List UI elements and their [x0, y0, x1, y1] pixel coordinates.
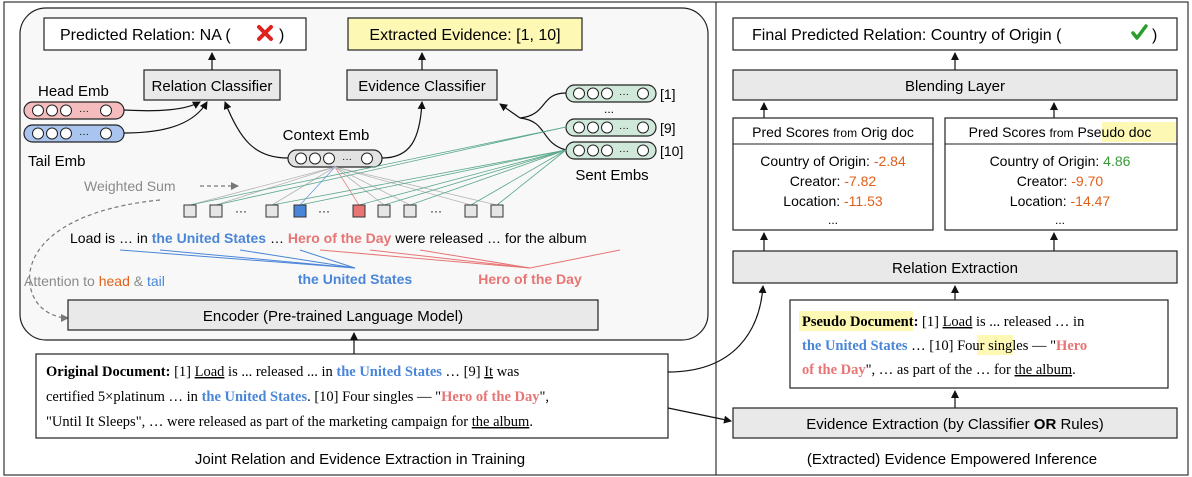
pseudo-score-creator: Creator: -9.70	[1017, 173, 1104, 189]
original-doc-line-2: certified 5×platinum … in the United Sta…	[46, 389, 549, 405]
pseudo-scores-title: Pred Scores from Pseudo doc	[969, 124, 1152, 140]
head-span-label: the United States	[298, 271, 413, 287]
encoder-box	[67, 299, 599, 331]
left-caption: Joint Relation and Evidence Extraction i…	[195, 451, 525, 468]
final-relation-text: Final Predicted Relation: Country of Ori…	[752, 27, 1062, 44]
svg-text:···: ···	[79, 106, 89, 117]
tail-span-label: Hero of the Day	[478, 271, 582, 287]
arrow-sents-to-evidence	[499, 103, 521, 119]
pseudo-doc-line-3: of the Day", … as part of the … for the …	[802, 362, 1076, 378]
span-lines	[119, 249, 621, 269]
evidence-classifier-label: Evidence Classifier	[358, 78, 486, 95]
right-caption: (Extracted) Evidence Empowered Inference	[807, 451, 1097, 468]
pseudo-label-highlight	[799, 311, 913, 331]
evidence-classifier-box	[346, 69, 498, 101]
pseudo-score-location: Location: -14.47	[1010, 193, 1111, 209]
pseudo-doc-highlight	[1102, 122, 1176, 142]
orig-scores-box	[732, 117, 934, 231]
relation-classifier-box	[143, 69, 281, 101]
svg-text:···: ···	[79, 129, 89, 140]
encoder-label: Encoder (Pre-trained Language Model)	[203, 308, 463, 325]
final-relation-box	[732, 17, 1178, 51]
predicted-relation-text: Predicted Relation: NA (	[60, 27, 231, 44]
cross-icon	[257, 25, 273, 41]
tail-embedding-vector: ···	[23, 124, 125, 143]
predicted-relation-close: )	[279, 27, 284, 44]
relation-extraction-label: Relation Extraction	[892, 260, 1018, 277]
outer-frame	[3, 1, 1189, 476]
sent-embedding-1: ···	[565, 84, 657, 103]
svg-text:···: ···	[342, 154, 352, 165]
tail-token	[352, 204, 366, 218]
token-embeddings: ··· ··· ···	[183, 204, 504, 218]
svg-text:···: ···	[235, 204, 247, 218]
arrow-context-to-relation	[223, 101, 289, 159]
head-token	[293, 204, 307, 218]
svg-text:···: ···	[619, 123, 629, 134]
input-sentence: Load is … in the United States … Hero of…	[70, 230, 587, 246]
sent-label-10: [10]	[660, 143, 683, 159]
original-doc-line-3: "Until It Sleeps", … were released as pa…	[46, 414, 533, 430]
orig-scores-title: Pred Scores from Orig doc	[752, 124, 914, 140]
sent-label-ellipsis: ...	[604, 102, 614, 116]
attention-lines-sentences	[189, 126, 567, 206]
pseudo-score-country: Country of Origin: 4.86	[990, 153, 1131, 169]
head-emb-label: Head Emb	[38, 83, 109, 100]
evidence-extraction-box	[732, 407, 1178, 439]
pseudo-score-ellipsis: ...	[1055, 213, 1065, 227]
arrow-orig-doc-to-evidence-extraction	[667, 407, 732, 424]
svg-text:···: ···	[318, 204, 330, 218]
pseudo-doc-line-2: the United States … [10] Four singles — …	[802, 338, 1087, 354]
arrow-orig-doc-to-re	[667, 285, 767, 373]
head-embedding-vector: ···	[23, 101, 125, 120]
evidence-extraction-label: Evidence Extraction (by Classifier OR Ru…	[806, 416, 1104, 433]
pseudo-ref-highlight	[977, 335, 1013, 355]
arrow-head-to-relation	[123, 101, 201, 112]
original-document-box	[35, 353, 669, 439]
sent-embs-label: Sent Embs	[575, 167, 648, 184]
sent-label-9: [9]	[660, 120, 676, 136]
extracted-evidence-box	[347, 17, 583, 51]
arrow-context-to-evidence	[381, 101, 426, 159]
weighted-sum-label: Weighted Sum	[84, 178, 176, 194]
attention-label: Attention to head & tail	[24, 273, 165, 289]
original-doc-line-1: Original Document: [1] Load is ... relea…	[46, 364, 520, 380]
blending-layer-box	[732, 69, 1178, 101]
attention-dashed-arc	[28, 199, 161, 322]
sent-embedding-9: ···	[565, 118, 657, 137]
sent-embedding-10: ···	[565, 141, 657, 160]
pseudo-doc-line-1: Pseudo Document: [1] Load is ... release…	[802, 314, 1085, 330]
blending-layer-label: Blending Layer	[905, 78, 1005, 95]
orig-score-location: Location: -11.53	[783, 193, 883, 209]
svg-text:···: ···	[619, 89, 629, 100]
final-relation-close: )	[1152, 27, 1157, 44]
svg-text:···: ···	[619, 146, 629, 157]
relation-extraction-box	[732, 250, 1178, 284]
tail-emb-label: Tail Emb	[28, 153, 86, 170]
context-embedding-vector: ···	[287, 149, 383, 168]
check-icon	[1131, 24, 1148, 40]
relation-classifier-label: Relation Classifier	[152, 78, 273, 95]
svg-text:···: ···	[430, 204, 442, 218]
arrow-tail-to-relation	[123, 101, 208, 134]
orig-score-ellipsis: ...	[828, 213, 838, 227]
sent-label-1: [1]	[660, 86, 676, 102]
extracted-evidence-text: Extracted Evidence: [1, 10]	[369, 27, 560, 44]
context-emb-label: Context Emb	[283, 127, 370, 144]
orig-score-country: Country of Origin: -2.84	[760, 153, 906, 169]
orig-score-creator: Creator: -7.82	[790, 173, 877, 189]
